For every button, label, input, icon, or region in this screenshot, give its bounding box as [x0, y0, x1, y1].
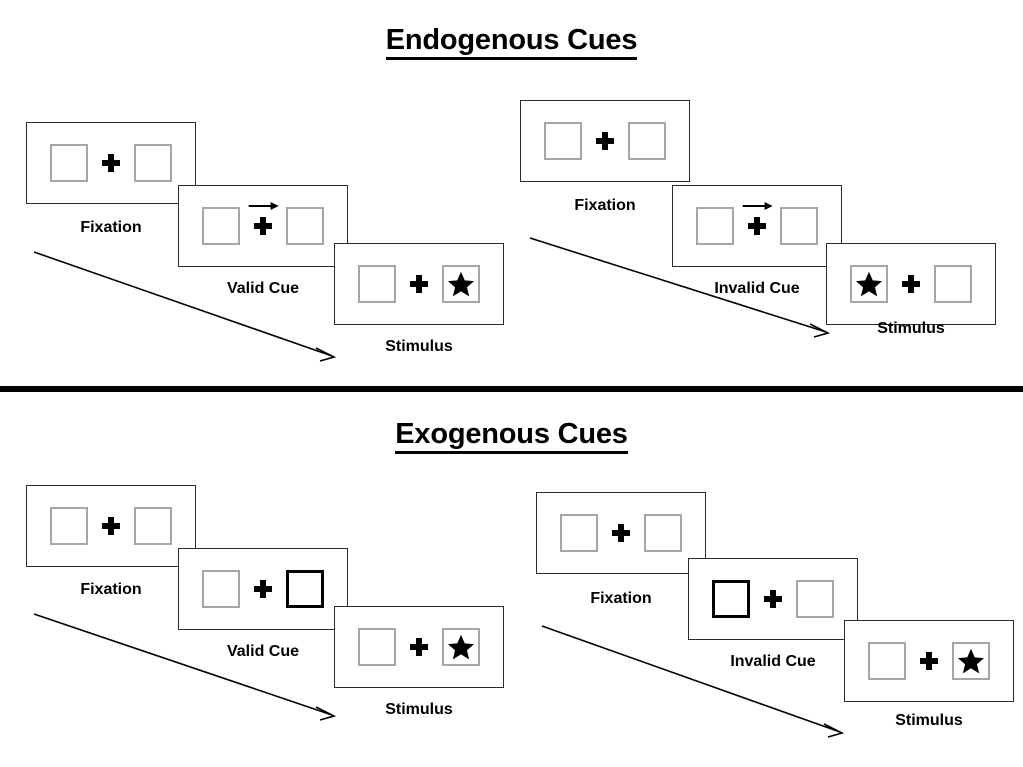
placeholder-box-left [202, 570, 240, 608]
plus-icon [920, 652, 938, 670]
star-icon [447, 271, 475, 297]
arrow-right-icon [248, 202, 279, 210]
placeholder-box-left [358, 628, 396, 666]
frame-endogenous-valid-fixation [26, 122, 196, 204]
placeholder-box-right [134, 144, 172, 182]
placeholder-box-right [628, 122, 666, 160]
frame-content [202, 202, 324, 245]
frame-content [358, 628, 480, 666]
frame-content [50, 144, 172, 182]
frame-endogenous-valid-cue [178, 185, 348, 267]
frame-label-exogenous-invalid-cue: Invalid Cue [730, 653, 816, 670]
frame-exogenous-valid-stimulus [334, 606, 504, 688]
frame-label-endogenous-valid-stimulus: Stimulus [385, 338, 453, 355]
frame-label-exogenous-invalid-stimulus: Stimulus [895, 712, 963, 729]
placeholder-box-right [134, 507, 172, 545]
frame-endogenous-invalid-cue [672, 185, 842, 267]
arrow-right-icon [742, 202, 773, 210]
plus-icon [248, 202, 279, 235]
section-divider [0, 386, 1023, 392]
placeholder-box-left [868, 642, 906, 680]
cue-box-right [286, 570, 324, 608]
placeholder-box-right-target [442, 628, 480, 666]
frame-label-exogenous-valid-cue: Valid Cue [226, 643, 300, 660]
frame-content [560, 514, 682, 552]
placeholder-box-left [544, 122, 582, 160]
time-arrow-exogenous-invalid [541, 625, 845, 738]
section-title-endogenous-text: Endogenous Cues [385, 24, 637, 60]
plus-icon [254, 580, 272, 598]
frame-content [202, 570, 324, 608]
frame-content [868, 642, 990, 680]
plus-icon [410, 275, 428, 293]
frame-content [712, 580, 834, 618]
placeholder-box-left [696, 207, 734, 245]
frame-exogenous-valid-fixation [26, 485, 196, 567]
frame-content [850, 265, 972, 303]
frame-endogenous-valid-stimulus [334, 243, 504, 325]
section-title-endogenous: Endogenous Cues [0, 24, 1023, 60]
frame-label-exogenous-valid-stimulus: Stimulus [385, 701, 453, 718]
plus-icon [102, 517, 120, 535]
star-icon [447, 634, 475, 660]
frame-content [358, 265, 480, 303]
plus-icon [612, 524, 630, 542]
section-title-exogenous-text: Exogenous Cues [395, 418, 628, 454]
placeholder-box-right-target [952, 642, 990, 680]
frame-label-endogenous-invalid-stimulus: Stimulus [877, 320, 945, 337]
plus-icon [102, 154, 120, 172]
star-icon [855, 271, 883, 297]
placeholder-box-right [780, 207, 818, 245]
frame-exogenous-invalid-stimulus [844, 620, 1014, 702]
frame-exogenous-invalid-cue [688, 558, 858, 640]
placeholder-box-left [560, 514, 598, 552]
frame-label-exogenous-invalid-fixation: Fixation [590, 590, 652, 607]
cue-box-left [712, 580, 750, 618]
frame-label-endogenous-valid-fixation: Fixation [80, 219, 142, 236]
placeholder-box-right-target [442, 265, 480, 303]
frame-label-endogenous-invalid-fixation: Fixation [574, 197, 636, 214]
placeholder-box-right [796, 580, 834, 618]
star-icon [957, 648, 985, 674]
placeholder-box-right [644, 514, 682, 552]
placeholder-box-left [50, 507, 88, 545]
placeholder-box-left [50, 144, 88, 182]
frame-endogenous-invalid-fixation [520, 100, 690, 182]
frame-label-exogenous-valid-fixation: Fixation [80, 581, 142, 598]
frame-exogenous-invalid-fixation [536, 492, 706, 574]
placeholder-box-right [286, 207, 324, 245]
plus-icon [764, 590, 782, 608]
frame-label-endogenous-invalid-cue: Invalid Cue [714, 280, 800, 297]
frame-content [50, 507, 172, 545]
plus-icon [410, 638, 428, 656]
placeholder-box-left-target [850, 265, 888, 303]
frame-exogenous-valid-cue [178, 548, 348, 630]
plus-icon [902, 275, 920, 293]
plus-icon [742, 202, 773, 235]
section-title-exogenous: Exogenous Cues [0, 418, 1023, 454]
frame-endogenous-invalid-stimulus [826, 243, 996, 325]
frame-content [696, 202, 818, 245]
frame-label-endogenous-valid-cue: Valid Cue [226, 280, 300, 297]
plus-icon [596, 132, 614, 150]
placeholder-box-right [934, 265, 972, 303]
frame-content [544, 122, 666, 160]
placeholder-box-left [202, 207, 240, 245]
placeholder-box-left [358, 265, 396, 303]
